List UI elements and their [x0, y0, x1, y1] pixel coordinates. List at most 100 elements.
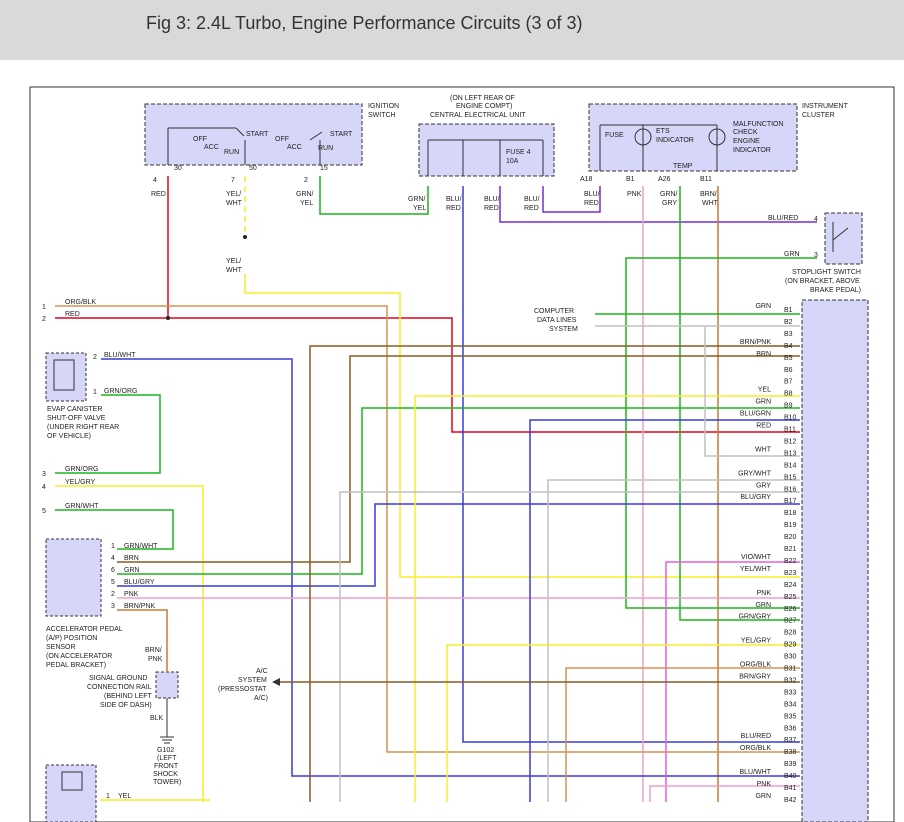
- svg-text:1: 1: [106, 793, 110, 800]
- svg-text:RED: RED: [446, 205, 461, 212]
- ecm-wire-label: GRY: [756, 482, 771, 489]
- svg-text:3: 3: [814, 252, 818, 259]
- ecm-pin-b35: B35: [784, 713, 797, 720]
- svg-text:1: 1: [93, 389, 97, 396]
- svg-text:FRONT: FRONT: [154, 763, 179, 770]
- svg-text:START: START: [246, 131, 269, 138]
- svg-text:B11: B11: [700, 176, 712, 183]
- ecm-pin-b18: B18: [784, 510, 797, 517]
- svg-text:5: 5: [42, 508, 46, 515]
- svg-text:SYSTEM: SYSTEM: [549, 326, 578, 333]
- ecm-pin-b23: B23: [784, 570, 797, 577]
- svg-text:PNK: PNK: [627, 191, 642, 198]
- ecm-wire-label: YEL/WHT: [740, 566, 772, 573]
- svg-text:ACC: ACC: [204, 144, 219, 151]
- svg-text:RED: RED: [151, 191, 166, 198]
- computer-data-lines: COMPUTER DATA LINES SYSTEM: [534, 308, 578, 333]
- diagram-frame: [29, 86, 895, 822]
- ecm-wire-label: BRN/GRY: [739, 674, 771, 681]
- ecm-pin-b38: B38: [784, 749, 797, 756]
- ecm-pin-b32: B32: [784, 678, 797, 685]
- svg-text:START: START: [330, 131, 353, 138]
- svg-text:(ON ACCELERATOR: (ON ACCELERATOR: [46, 653, 112, 660]
- ecm-wire-label: PNK: [757, 590, 772, 597]
- svg-text:FUSE: FUSE: [605, 132, 624, 139]
- ecm-pin-b14: B14: [784, 462, 797, 469]
- svg-text:3: 3: [42, 471, 46, 478]
- svg-text:INDICATOR: INDICATOR: [656, 137, 694, 144]
- svg-text:(ON LEFT REAR OF: (ON LEFT REAR OF: [450, 95, 515, 102]
- svg-text:ACCELERATOR PEDAL: ACCELERATOR PEDAL: [46, 626, 123, 633]
- svg-text:ENGINE: ENGINE: [733, 138, 760, 145]
- ecm-pin-b5: B5: [784, 355, 793, 362]
- svg-text:RUN: RUN: [224, 149, 239, 156]
- ecm-pin-b21: B21: [784, 546, 797, 553]
- ecm-wire-label: BLU/GRY: [740, 494, 771, 501]
- signal-ground-rail: SIGNAL GROUND CONNECTION RAIL (BEHIND LE…: [87, 671, 181, 786]
- ecm-pin-b19: B19: [784, 522, 797, 529]
- svg-text:CONNECTION RAIL: CONNECTION RAIL: [87, 684, 152, 691]
- ecm-connector: [801, 299, 869, 822]
- svg-text:GRN/: GRN/: [660, 191, 678, 198]
- ignition-switch-label: IGNITION: [368, 103, 399, 110]
- svg-text:7: 7: [231, 177, 235, 184]
- ecm-pin-b39: B39: [784, 761, 797, 768]
- svg-text:2: 2: [42, 316, 46, 323]
- ecm-pin-b40: B40: [784, 773, 797, 780]
- wires: [55, 176, 817, 802]
- svg-text:DATA LINES: DATA LINES: [537, 317, 577, 324]
- ecm-wire-label: GRN/GRY: [738, 614, 771, 621]
- svg-text:BLU/WHT: BLU/WHT: [104, 352, 136, 359]
- ecm-pin-b6: B6: [784, 367, 793, 374]
- ecm-pin-b24: B24: [784, 582, 797, 589]
- svg-text:BLU/: BLU/: [524, 196, 540, 203]
- svg-text:SHOCK: SHOCK: [153, 771, 178, 778]
- svg-text:B1: B1: [626, 176, 635, 183]
- arrow-icon: [272, 678, 280, 686]
- svg-text:SIGNAL GROUND: SIGNAL GROUND: [89, 675, 147, 682]
- svg-text:G102: G102: [157, 747, 174, 754]
- ecm-pin-b4: B4: [784, 343, 793, 350]
- svg-text:2: 2: [111, 591, 115, 598]
- svg-text:GRN/ORG: GRN/ORG: [104, 388, 137, 395]
- svg-text:(BEHIND LEFT: (BEHIND LEFT: [104, 693, 153, 700]
- svg-text:PEDAL BRACKET): PEDAL BRACKET): [46, 662, 106, 669]
- svg-text:INDICATOR: INDICATOR: [733, 147, 771, 154]
- svg-text:(LEFT: (LEFT: [157, 755, 177, 762]
- svg-text:MALFUNCTION: MALFUNCTION: [733, 121, 784, 128]
- ecm-wire-label: WHT: [755, 446, 772, 453]
- svg-text:GRN/: GRN/: [408, 196, 426, 203]
- stoplight-switch: 4 3 STOPLIGHT SWITCH (ON BRACKET, ABOVE …: [785, 212, 863, 294]
- ecm-wire-label: BLU/GRN: [740, 411, 771, 418]
- svg-text:BLU/GRY: BLU/GRY: [124, 579, 155, 586]
- svg-text:ORG/BLK: ORG/BLK: [65, 299, 96, 306]
- svg-text:BRN/: BRN/: [145, 647, 162, 654]
- svg-text:SWITCH: SWITCH: [368, 112, 396, 119]
- svg-text:(A/P) POSITION: (A/P) POSITION: [46, 635, 97, 642]
- ecm-wire-label: BRN/PNK: [740, 339, 771, 346]
- svg-text:SHUT-OFF VALVE: SHUT-OFF VALVE: [47, 415, 106, 422]
- svg-text:RED: RED: [524, 205, 539, 212]
- svg-text:YEL/: YEL/: [226, 258, 241, 265]
- svg-text:OFF: OFF: [193, 136, 207, 143]
- svg-text:A18: A18: [580, 176, 593, 183]
- ecm-wire-label: BLU/WHT: [740, 769, 772, 776]
- svg-text:YEL/GRY: YEL/GRY: [65, 479, 96, 486]
- ecm-pin-b16: B16: [784, 486, 797, 493]
- ecm-pin-b25: B25: [784, 594, 797, 601]
- ecm-pin-b11: B11: [784, 427, 796, 434]
- instrument-cluster: INSTRUMENT CLUSTER FUSE ETS INDICATOR MA…: [580, 103, 849, 183]
- ecm-wire-label: GRY/WHT: [738, 470, 772, 477]
- svg-text:BLK: BLK: [150, 715, 164, 722]
- app-sensor: ACCELERATOR PEDAL (A/P) POSITION SENSOR …: [45, 538, 123, 669]
- svg-text:SIDE OF DASH): SIDE OF DASH): [100, 702, 152, 709]
- ecm-wire-label: YEL/GRY: [741, 638, 772, 645]
- bottom-connector: [45, 764, 97, 822]
- svg-text:SYSTEM: SYSTEM: [238, 677, 267, 684]
- svg-text:GRN/WHT: GRN/WHT: [124, 543, 158, 550]
- ecm-pin-b36: B36: [784, 725, 797, 732]
- figure-title: Fig 3: 2.4L Turbo, Engine Performance Ci…: [146, 13, 583, 33]
- ecm-pin-b29: B29: [784, 642, 797, 649]
- svg-text:4: 4: [814, 216, 818, 223]
- svg-text:WHT: WHT: [702, 200, 719, 207]
